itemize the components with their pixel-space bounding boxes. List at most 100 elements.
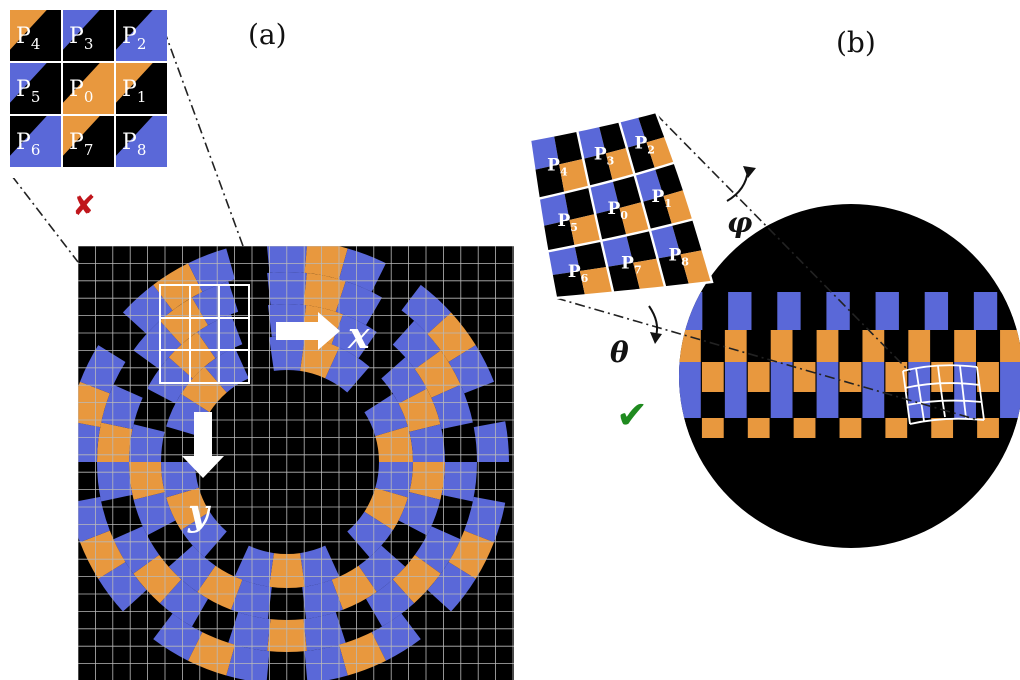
sphere-tile (747, 330, 770, 362)
sphere-tile (1000, 392, 1020, 418)
sphere-tile (679, 392, 701, 418)
sphere-tile (724, 362, 747, 392)
ring-tile (364, 393, 408, 437)
sphere-tile (851, 292, 875, 330)
ring-tile (325, 347, 370, 393)
ring-tile (78, 496, 110, 543)
sphere-tile (701, 362, 724, 392)
patch-grid-line (618, 120, 667, 288)
ring-tile (448, 530, 495, 579)
ring-tile (358, 545, 406, 593)
sphere-tile (703, 292, 727, 330)
patch-tile (577, 126, 606, 159)
ring-tile (181, 511, 227, 558)
check-mark-icon: ✔ (616, 393, 648, 437)
ring-tile (168, 331, 216, 379)
ring-tile (464, 496, 506, 543)
x-arrow (276, 312, 340, 350)
ring-tile (226, 644, 270, 680)
sphere-tile (770, 330, 793, 362)
ring-tile (228, 612, 271, 651)
patch-tile (559, 158, 590, 193)
ring-tile (79, 345, 126, 394)
sphere-tile (793, 330, 816, 362)
patch-tile (574, 240, 608, 271)
patch-tile (634, 168, 664, 202)
patch-outline (528, 110, 714, 300)
sphere-tile (977, 418, 999, 438)
sphere-tile (924, 292, 949, 330)
zoom-connector-lines-a (11, 29, 244, 263)
spherical-kernel-outline (902, 364, 985, 425)
ring-tile (381, 357, 427, 404)
sphere-tile (793, 418, 816, 438)
ring-tile (98, 562, 147, 612)
ring-tile (204, 347, 249, 393)
patch-tile (626, 142, 655, 175)
ring-tile (192, 281, 239, 326)
panel-b-label: (b) (836, 26, 876, 59)
sphere-tile (862, 418, 885, 438)
sphere-tile (885, 330, 908, 362)
sphere-tile (908, 392, 931, 418)
sphere-tile (885, 362, 908, 392)
sphere-tile (679, 418, 701, 438)
ring-tile (335, 281, 382, 326)
ring-tile (161, 462, 199, 498)
patch-tile (626, 229, 658, 263)
ring-tile (101, 384, 143, 430)
sphere-tile (747, 362, 770, 392)
sphere-tile (931, 362, 954, 392)
sphere-tile (770, 362, 793, 392)
patch-tile (538, 192, 570, 226)
y-axis-label: y (187, 492, 211, 534)
sphere-tile (931, 418, 954, 438)
patch-tile (551, 271, 585, 298)
patch-tile (633, 258, 666, 290)
ring-tile (168, 545, 216, 593)
sphere-tile (747, 418, 770, 438)
sphere-tile (679, 362, 701, 392)
sphere-tile (1000, 330, 1020, 362)
ring-tile (398, 388, 441, 432)
sphere-tile (724, 392, 747, 418)
patch-tile (649, 224, 681, 259)
ring-tile (79, 530, 126, 579)
ring-tile (133, 554, 182, 604)
planar-image: x y (78, 246, 514, 680)
ring-tile (303, 273, 346, 312)
sphere-tile (900, 292, 924, 330)
patch-tile (595, 208, 627, 241)
sphere-tile (679, 330, 701, 362)
ring-tile (347, 511, 393, 558)
sphere-tile (752, 292, 777, 330)
ring-tile (303, 612, 346, 651)
ring-tile (431, 384, 473, 430)
patch-grid-line (547, 218, 694, 253)
sphere-tile (949, 292, 973, 330)
sphere-tile (747, 392, 770, 418)
sphere-tile (954, 418, 976, 438)
ring-tile (129, 462, 165, 500)
theta-label: θ (610, 336, 629, 369)
ring-tile (448, 345, 495, 394)
sphere-tile (839, 392, 862, 418)
sphere-tile (826, 292, 850, 330)
patch-grid-line (576, 130, 615, 293)
sphere-tile (977, 362, 999, 392)
patch-tile (605, 147, 635, 181)
patch-tile (530, 135, 560, 170)
ring-tile (366, 579, 415, 627)
patch-tile (564, 186, 596, 220)
sphere-tile (793, 392, 816, 418)
y-arrow (182, 412, 224, 478)
sphere-tile (931, 330, 954, 362)
sphere-tile (885, 418, 908, 438)
ring-tile (153, 613, 203, 661)
sphere-tile (977, 330, 999, 362)
ring-tile (409, 462, 445, 500)
theta-rotation-arrow (648, 305, 659, 337)
sphere-checker-bands (679, 292, 1020, 438)
sphere (679, 204, 1020, 548)
